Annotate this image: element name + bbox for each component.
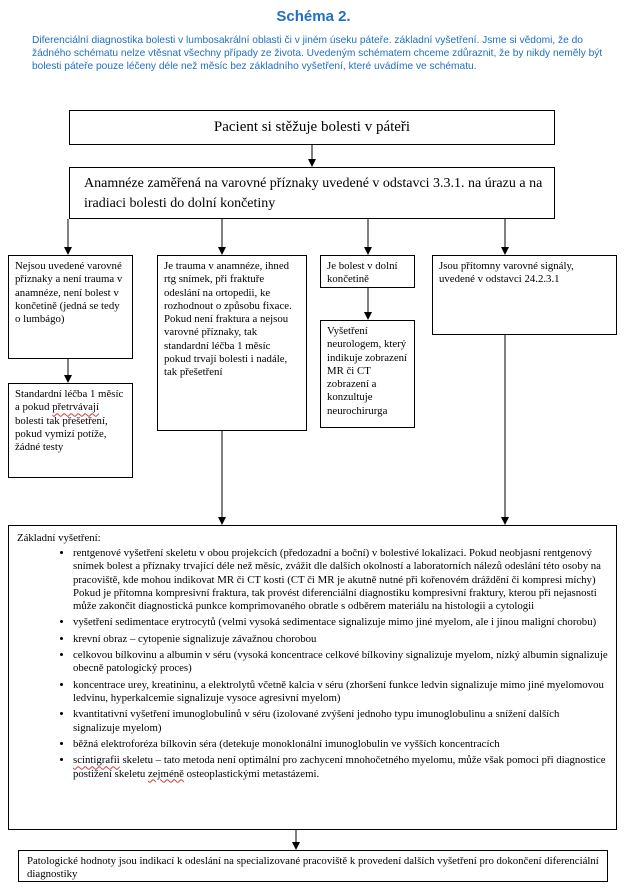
list-item: rentgenové vyšetření skeletu v obou proj…: [73, 547, 608, 613]
trauma-text: Je trauma v anamnéze, ihned rtg snímek, …: [164, 260, 292, 379]
list-item: koncentrace urey, kreatininu, a elektrol…: [73, 679, 608, 705]
no-warning-signs-text: Nejsou uvedené varovné příznaky a není t…: [15, 260, 123, 326]
trauma-box: Je trauma v anamnéze, ihned rtg snímek, …: [157, 255, 307, 431]
basic-exam-box: Základní vyšetření: rentgenové vyšetření…: [8, 525, 617, 830]
intro-text: Diferenciální diagnostika bolesti v lumb…: [32, 35, 603, 72]
leg-pain-box: Je bolest v dolní končetině: [320, 255, 415, 288]
conclusion-box: Patologické hodnoty jsou indikací k odes…: [18, 850, 608, 882]
neurology-box: Vyšetření neurologem, který indikuje zob…: [320, 320, 415, 428]
warning-signs-box: Jsou přítomny varovné signály, uvedené v…: [432, 255, 617, 335]
basic-exam-title: Základní vyšetření:: [17, 532, 101, 544]
scintigraphy-flagged-word-2: zejméně: [147, 767, 184, 780]
standard-treatment-box: Standardní léčba 1 měsíc a pokud přetrvá…: [8, 383, 133, 478]
patient-complaint-box: Pacient si stěžuje bolesti v páteři: [69, 110, 555, 145]
standard-treatment-text-1: Standardní léčba 1 měsíc a pokud: [15, 388, 124, 414]
anamnesis-box: Anamnéze zaměřená na varovné příznaky uv…: [69, 167, 555, 219]
schema-title: Schéma 2.: [276, 8, 351, 25]
neurology-text: Vyšetření neurologem, který indikuje zob…: [327, 325, 408, 417]
list-item: běžná elektroforéza bílkovin séra (detek…: [73, 738, 608, 751]
list-item: scintigrafii skeletu – tato metoda není …: [73, 754, 608, 780]
warning-signs-text: Jsou přítomny varovné signály, uvedené v…: [439, 260, 574, 286]
no-warning-signs-box: Nejsou uvedené varovné příznaky a není t…: [8, 255, 133, 359]
patient-complaint-text: Pacient si stěžuje bolesti v páteři: [213, 119, 411, 135]
conclusion-text: Patologické hodnoty jsou indikací k odes…: [27, 855, 599, 881]
list-item: celkovou bílkovinu a albumin v séru (vys…: [73, 649, 608, 675]
list-item: vyšetření sedimentace erytrocytů (velmi …: [73, 616, 608, 629]
scintigraphy-text-2: osteoplastickými metastázemi.: [183, 767, 320, 780]
standard-treatment-text-2: bolesti tak přešetření, pokud vymizí pot…: [15, 414, 108, 454]
anamnesis-text: Anamnéze zaměřená na varovné příznaky uv…: [84, 176, 543, 211]
standard-treatment-flagged-word: přetrvávají: [52, 401, 99, 414]
basic-exam-list: rentgenové vyšetření skeletu v obou proj…: [17, 547, 608, 781]
scintigraphy-flagged-word: scintigrafii: [73, 754, 120, 767]
scintigraphy-text-1: skeletu – tato metoda není optimální pro…: [73, 754, 606, 780]
list-item: kvantitativní vyšetření imunoglobulinů v…: [73, 708, 608, 734]
leg-pain-text: Je bolest v dolní končetině: [327, 260, 398, 286]
list-item: krevní obraz – cytopenie signalizuje záv…: [73, 633, 608, 646]
